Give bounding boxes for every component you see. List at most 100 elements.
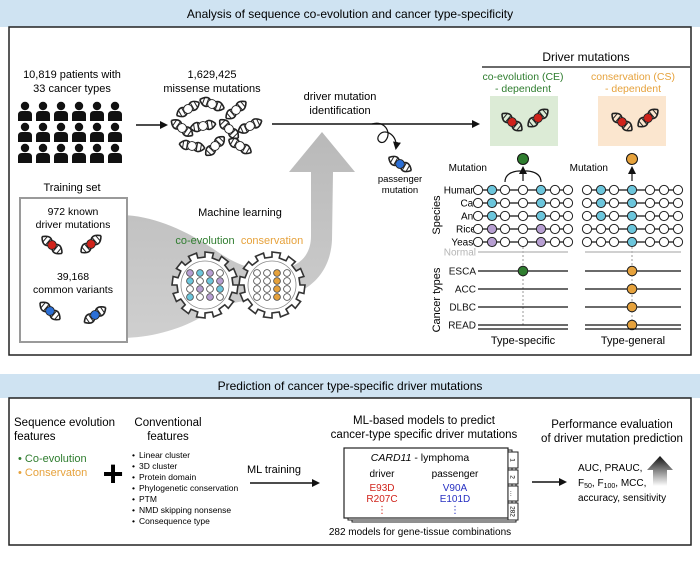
common-variant-dna-icon (39, 301, 61, 321)
residue-marker (499, 210, 511, 222)
residue-marker (472, 236, 484, 248)
residue-marker (486, 184, 498, 196)
residue-marker (626, 236, 638, 248)
model-gene-tissue: CARD11 - lymphoma (371, 452, 470, 464)
seq-feature-coevolution: • Co-evolution (18, 453, 87, 465)
residue-marker (595, 210, 607, 222)
conventional-features-line2: features (147, 431, 189, 443)
person-icon (36, 143, 50, 163)
residue-marker (608, 210, 620, 222)
residue-marker (486, 223, 498, 235)
conventional-feature-bullet: • (132, 461, 135, 471)
residue-marker (658, 184, 670, 196)
metric-mcc: , MCC, (615, 478, 646, 489)
patients-label-line2: 33 cancer types (33, 83, 111, 95)
common-variants-count: 39,168 (57, 271, 89, 283)
residue-marker (472, 197, 484, 209)
residue-marker (535, 223, 547, 235)
residue-marker (472, 210, 484, 222)
cancer-types-axis-label: Cancer types (431, 267, 443, 332)
person-icon (108, 143, 122, 163)
residue-marker (581, 223, 593, 235)
person-icon (18, 143, 32, 163)
performance-title-line1: Performance evaluation (551, 419, 672, 431)
conventional-feature-item: Linear cluster (139, 450, 190, 460)
known-drivers-label: driver mutations (36, 219, 111, 231)
driver-mutation-item: R207C (366, 494, 397, 505)
conventional-feature-item: NMD skipping nonsense (139, 505, 231, 515)
model-tab (507, 451, 519, 469)
residue-marker (581, 197, 593, 209)
mutation-dna-icon (175, 100, 201, 118)
mutation-dna-icon (199, 96, 225, 112)
residue-marker (499, 184, 511, 196)
bottom-panel-frame (8, 397, 692, 546)
residue-marker (595, 236, 607, 248)
model-tab-label: ... (509, 491, 516, 497)
residue-marker (562, 184, 574, 196)
person-icon (54, 122, 68, 142)
ml-coevolution-label: co-evolution (175, 235, 234, 247)
cs-driver-dna-icon (611, 112, 633, 132)
residue-marker (549, 210, 561, 222)
mutation-marker-ce (517, 153, 529, 165)
residue-marker (472, 223, 484, 235)
cs-cancer-marker (626, 283, 638, 295)
residue-marker (549, 236, 561, 248)
machine-learning-title: Machine learning (198, 207, 282, 219)
ce-dependent-line2: - dependent (495, 83, 551, 95)
residue-marker (517, 210, 529, 222)
passenger-label-line2: mutation (382, 185, 418, 196)
species-label: Ant (461, 212, 476, 223)
top-panel-frame (8, 26, 692, 356)
conventional-feature-item: Consequence type (139, 516, 210, 526)
driver-panel-dna-icons (501, 108, 659, 132)
patients-label-line1: 10,819 patients with (23, 69, 121, 81)
metrics-line3: accuracy, sensitivity (578, 493, 666, 504)
residue-marker (672, 236, 684, 248)
identification-label-line2: identification (309, 105, 370, 117)
metric-f50-subscript: 50 (584, 483, 592, 490)
species-label: Rice (456, 225, 476, 236)
cs-panel (598, 96, 666, 146)
conventional-feature-item: Phylogenetic conservation (139, 483, 239, 493)
cs-dependent-line2: - dependent (605, 83, 661, 95)
residue-marker (608, 184, 620, 196)
species-axis-label: Species (431, 195, 443, 235)
conventional-feature-bullet: • (132, 472, 135, 482)
top-header-title: Analysis of sequence co-evolution and ca… (187, 7, 513, 21)
passenger-label-line1: passenger (378, 174, 422, 185)
conventional-feature-bullet: • (132, 516, 135, 526)
driver-mutations-title: Driver mutations (542, 50, 629, 64)
model-tab (507, 485, 519, 502)
conventional-features-list: • Linear cluster • 3D cluster • Protein domai… (132, 450, 239, 526)
person-icon (54, 101, 68, 121)
conventional-feature-bullet: • (132, 505, 135, 515)
ce-panel (490, 96, 558, 146)
conservation-gear-icon (238, 251, 306, 319)
conventional-feature-bullet: • (132, 483, 135, 493)
models-title-line2: cancer-type specific driver mutations (331, 429, 518, 441)
person-icon (90, 122, 104, 142)
missense-mutation-dna-icons (170, 96, 263, 157)
ce-driver-dna-icon (501, 112, 523, 132)
conventional-feature-item: 3D cluster (139, 461, 177, 471)
seq-feature-conservation: • Conservaton (18, 467, 87, 479)
model-tab-label: 1 (509, 458, 516, 462)
conventional-feature-item: Protein domain (139, 472, 196, 482)
residue-marker (517, 223, 529, 235)
metrics-line2: F50, F100, MCC, (578, 478, 646, 490)
residue-marker (626, 223, 638, 235)
machine-learning-gear-icons (171, 251, 306, 319)
identification-label-line1: driver mutation (304, 91, 377, 103)
type-specific-label: Type-specific (491, 335, 556, 347)
cancer-type-label: ACC (455, 285, 476, 296)
performance-up-arrow (647, 456, 673, 486)
top-header-bar (0, 0, 700, 27)
conventional-feature-bullet: • (132, 450, 135, 460)
person-icon (72, 101, 86, 121)
residue-marker (658, 210, 670, 222)
mutation-dna-icon (227, 137, 253, 155)
